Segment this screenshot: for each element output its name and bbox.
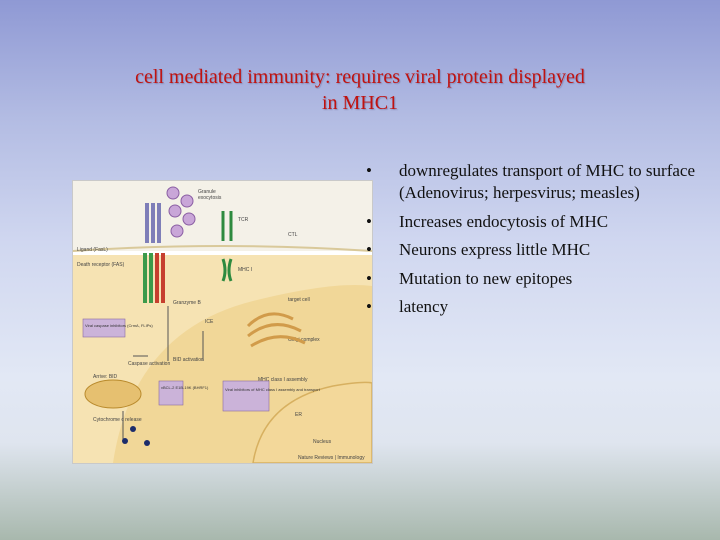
title-line-1: cell mediated immunity: requires viral p… [135, 66, 585, 88]
bullet-item: • Increases endocytosis of MHC [366, 211, 696, 233]
viral-caspase-box [82, 318, 126, 338]
bcl-box [158, 380, 184, 406]
golgi-stack [246, 312, 306, 348]
label-arrive: Arrive: BID [93, 374, 118, 380]
immune-evasion-diagram: Granule exocytosis CTL Ligand (FasL) Dea… [72, 180, 373, 464]
bullet-item: • downregulates transport of MHC to surfa… [366, 160, 696, 204]
pathway-arrows [122, 306, 204, 441]
label-nucleus: Nucleus [313, 439, 332, 445]
label-granzyme: Granzyme B [173, 300, 201, 306]
nucleus [252, 381, 372, 463]
bcl-label: vBCL-2 E1B-19K (BHRF1) [161, 385, 209, 390]
tcr-mhc-complex [221, 211, 233, 282]
bullet-text: Neurons express little MHC [399, 240, 591, 259]
label-ligand: Ligand (FasL) [77, 247, 108, 253]
label-death-receptor: Death receptor (FAS) [77, 262, 125, 268]
bullet-item: • Mutation to new epitopes [366, 268, 696, 290]
label-mhc: MHC I [238, 267, 252, 273]
mitochondrion [84, 379, 142, 409]
label-tcr: TCR [238, 217, 249, 223]
bullet-marker: • [366, 240, 372, 259]
label-ice: ICE [205, 319, 214, 325]
viral-mhc-label: Viral inhibitors of MHC class I assembly… [225, 387, 321, 392]
label-bid: BID activation [173, 357, 204, 363]
label-mhc-assembly: MHC class I assembly [258, 377, 308, 383]
title-line-2: in MHC1 [321, 92, 399, 114]
label-exocytosis: exocytosis [198, 195, 222, 201]
bullet-text: Increases endocytosis of MHC [399, 211, 609, 231]
diagram-svg: Granule exocytosis CTL Ligand (FasL) Dea… [73, 181, 372, 463]
bullet-item: • Neurons express little MHC [366, 239, 696, 261]
ctl-membrane [73, 245, 372, 252]
bullet-marker: • [366, 161, 372, 180]
death-receptor-complex [143, 203, 165, 303]
label-ctl: CTL [288, 232, 298, 238]
cytochrome-c [122, 426, 150, 446]
bullet-marker: • [366, 268, 372, 288]
bullet-item: • latency [366, 296, 696, 318]
granules [166, 186, 196, 238]
viral-mhc-box [222, 380, 270, 412]
label-credit: Nature Reviews | Immunology [298, 455, 365, 461]
bullet-text: downregulates transport of MHC to surfac… [399, 161, 696, 202]
label-target-cell: target cell [288, 297, 310, 303]
bullet-text: Mutation to new epitopes [399, 268, 573, 288]
bullet-marker: • [366, 297, 372, 316]
label-golgi: Golgi complex [288, 337, 320, 343]
label-cytochrome: Cytochrome c release [93, 417, 142, 423]
slide-title: cell mediated immunity: requires viral p… [40, 64, 680, 116]
label-granule: Granule [198, 189, 216, 195]
viral-caspase-label: Viral caspase inhibitors (CrmA, FLIPs) [85, 323, 153, 328]
bullet-marker: • [366, 211, 372, 231]
label-er: ER [295, 412, 302, 418]
label-caspase-activation: Caspase activation [128, 361, 170, 367]
bullet-text: latency [399, 297, 449, 316]
bullet-list: • downregulates transport of MHC to surfa… [366, 160, 696, 325]
